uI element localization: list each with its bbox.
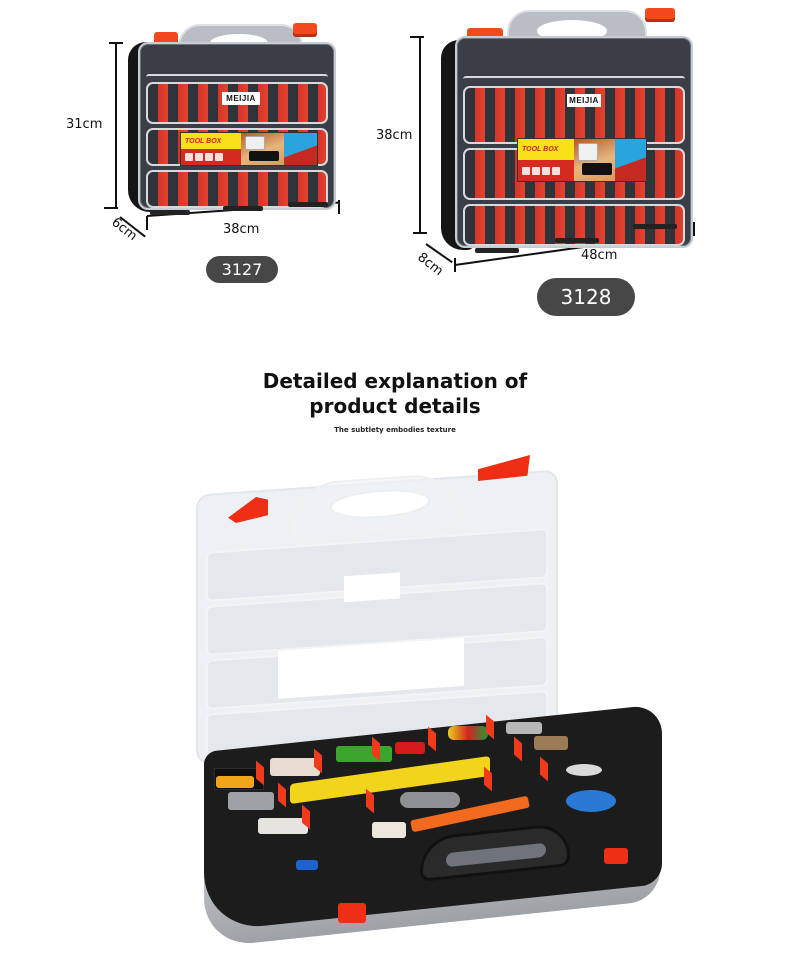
dim-tick bbox=[454, 258, 456, 272]
item-red-anchors bbox=[395, 742, 425, 754]
dim-tick bbox=[413, 232, 427, 234]
section-title-line1: Detailed explanation of bbox=[262, 369, 528, 393]
item-white-anchors bbox=[270, 758, 320, 776]
dim-tick bbox=[146, 216, 148, 230]
item-wrench-head bbox=[372, 822, 406, 838]
tray-latch-side bbox=[604, 848, 628, 864]
tray-latch-front bbox=[338, 903, 366, 923]
case-lid: MEIJIA TOOL BOX bbox=[455, 36, 693, 248]
width-label: 38cm bbox=[223, 222, 260, 237]
dim-tick bbox=[410, 36, 424, 38]
item-pushpins bbox=[448, 726, 488, 740]
sticker-icons bbox=[181, 149, 241, 165]
model-number: 3127 bbox=[221, 260, 263, 279]
width-label: 48cm bbox=[581, 248, 618, 263]
model-number: 3128 bbox=[560, 285, 612, 309]
sticker-photo bbox=[574, 139, 616, 181]
bottom-latch bbox=[555, 238, 599, 243]
item-blue-tool bbox=[296, 860, 318, 870]
dim-tick bbox=[338, 200, 340, 214]
lid-brand-sticker-area bbox=[344, 572, 400, 603]
bottom-latch bbox=[223, 206, 263, 211]
model-badge-3127: 3127 bbox=[206, 256, 278, 283]
bottom-latch bbox=[475, 248, 519, 253]
item-wire-coil bbox=[400, 792, 460, 808]
height-label: 38cm bbox=[376, 128, 413, 143]
dim-tick bbox=[693, 222, 695, 236]
toolbox-sticker: TOOL BOX bbox=[517, 138, 647, 182]
bottom-latch bbox=[288, 202, 328, 207]
sticker-photo bbox=[240, 133, 285, 165]
lid-top-compartment bbox=[463, 76, 685, 82]
height-dimension-line bbox=[419, 36, 421, 233]
item-bolts bbox=[228, 792, 274, 810]
height-dimension-line bbox=[115, 42, 117, 208]
brand-label: MEIJIA bbox=[222, 92, 260, 105]
sticker-info bbox=[615, 139, 646, 181]
item-cable-clips bbox=[258, 818, 308, 834]
item-screws-silver bbox=[506, 722, 542, 734]
section-title-line2: product details bbox=[309, 394, 481, 418]
item-measuring-tape bbox=[566, 790, 616, 812]
brand-label: MEIJIA bbox=[567, 94, 601, 107]
bottom-latch bbox=[150, 210, 190, 215]
latch-clip-right bbox=[645, 8, 675, 22]
item-yellow-anchors bbox=[216, 776, 254, 788]
item-green-anchors bbox=[336, 746, 392, 762]
case-lid: MEIJIA TOOL BOX bbox=[138, 42, 336, 210]
toolbox-3127-image: MEIJIA TOOL BOX bbox=[128, 20, 348, 220]
sticker-title: TOOL BOX bbox=[181, 133, 241, 149]
lid-top-compartment bbox=[146, 74, 328, 80]
item-screws-brass bbox=[534, 736, 568, 750]
sticker-info bbox=[284, 133, 317, 165]
toolbox-3128-image: MEIJIA TOOL BOX bbox=[437, 4, 697, 254]
model-badge-3128: 3128 bbox=[537, 278, 635, 316]
sticker-title: TOOL BOX bbox=[518, 139, 575, 160]
bottom-latch bbox=[633, 224, 677, 229]
section-subtitle: The subtlety embodies texture bbox=[334, 426, 456, 434]
dim-tick bbox=[104, 207, 118, 209]
height-label: 31cm bbox=[66, 117, 103, 132]
latch-clip-right bbox=[293, 23, 317, 37]
toolbox-sticker: TOOL BOX bbox=[180, 132, 318, 166]
item-wire-roll bbox=[566, 764, 602, 776]
sticker-icons bbox=[518, 160, 575, 181]
